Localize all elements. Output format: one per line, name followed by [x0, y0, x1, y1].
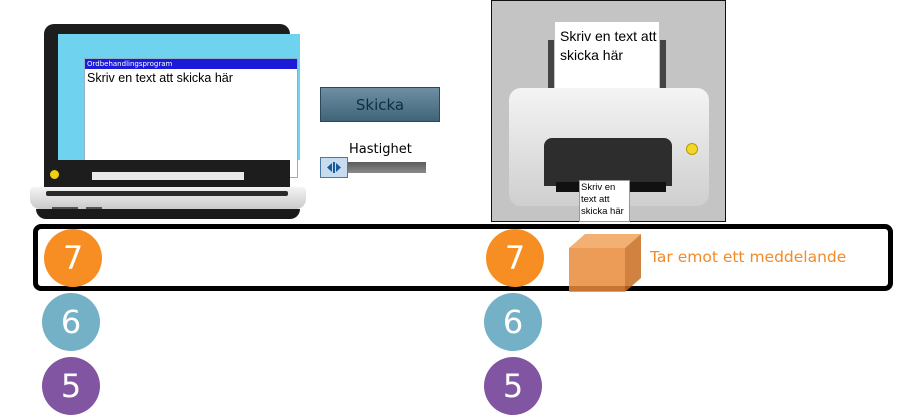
laptop-illustration: Ordbehandlingsprogram Skriv en text att …: [28, 22, 308, 222]
layer-5-circle-right: 5: [484, 357, 542, 415]
document-text-area[interactable]: Skriv en text att skicka här: [87, 71, 233, 85]
laptop-foot: [36, 209, 300, 219]
active-layer-band: [33, 224, 893, 291]
printer-input-paper-text: Skriv en text att skicka här: [560, 28, 657, 63]
word-processor-window: Ordbehandlingsprogram Skriv en text att …: [84, 58, 298, 178]
word-processor-title: Ordbehandlingsprogram: [85, 59, 297, 69]
printer-feeder: [660, 40, 666, 102]
layer-6-circle-right: 6: [484, 293, 542, 351]
laptop-hinge: [92, 172, 244, 180]
layer-7-circle-right: 7: [486, 229, 544, 287]
message-package-icon: [569, 234, 641, 292]
speed-slider-handle[interactable]: [320, 157, 348, 178]
speed-label: Hastighet: [349, 142, 412, 157]
printer-status-led: [686, 143, 698, 155]
laptop-keyboard: [46, 191, 288, 196]
slider-arrows-icon: [327, 162, 341, 173]
printer-output-paper: [579, 180, 630, 222]
printer-top-cover: [544, 138, 672, 186]
printer-output-paper-text: Skriv en text att skicka här: [581, 182, 624, 217]
receive-message-label: Tar emot ett meddelande: [650, 248, 847, 266]
laptop-power-led: [50, 170, 59, 179]
printer-feeder: [548, 40, 554, 102]
send-button[interactable]: Skicka: [320, 87, 440, 122]
printer-input-paper: [555, 22, 659, 100]
speed-slider-track[interactable]: [322, 162, 426, 173]
layer-7-circle-left: 7: [44, 229, 102, 287]
layer-6-circle-left: 6: [42, 293, 100, 351]
layer-5-circle-left: 5: [42, 357, 100, 415]
